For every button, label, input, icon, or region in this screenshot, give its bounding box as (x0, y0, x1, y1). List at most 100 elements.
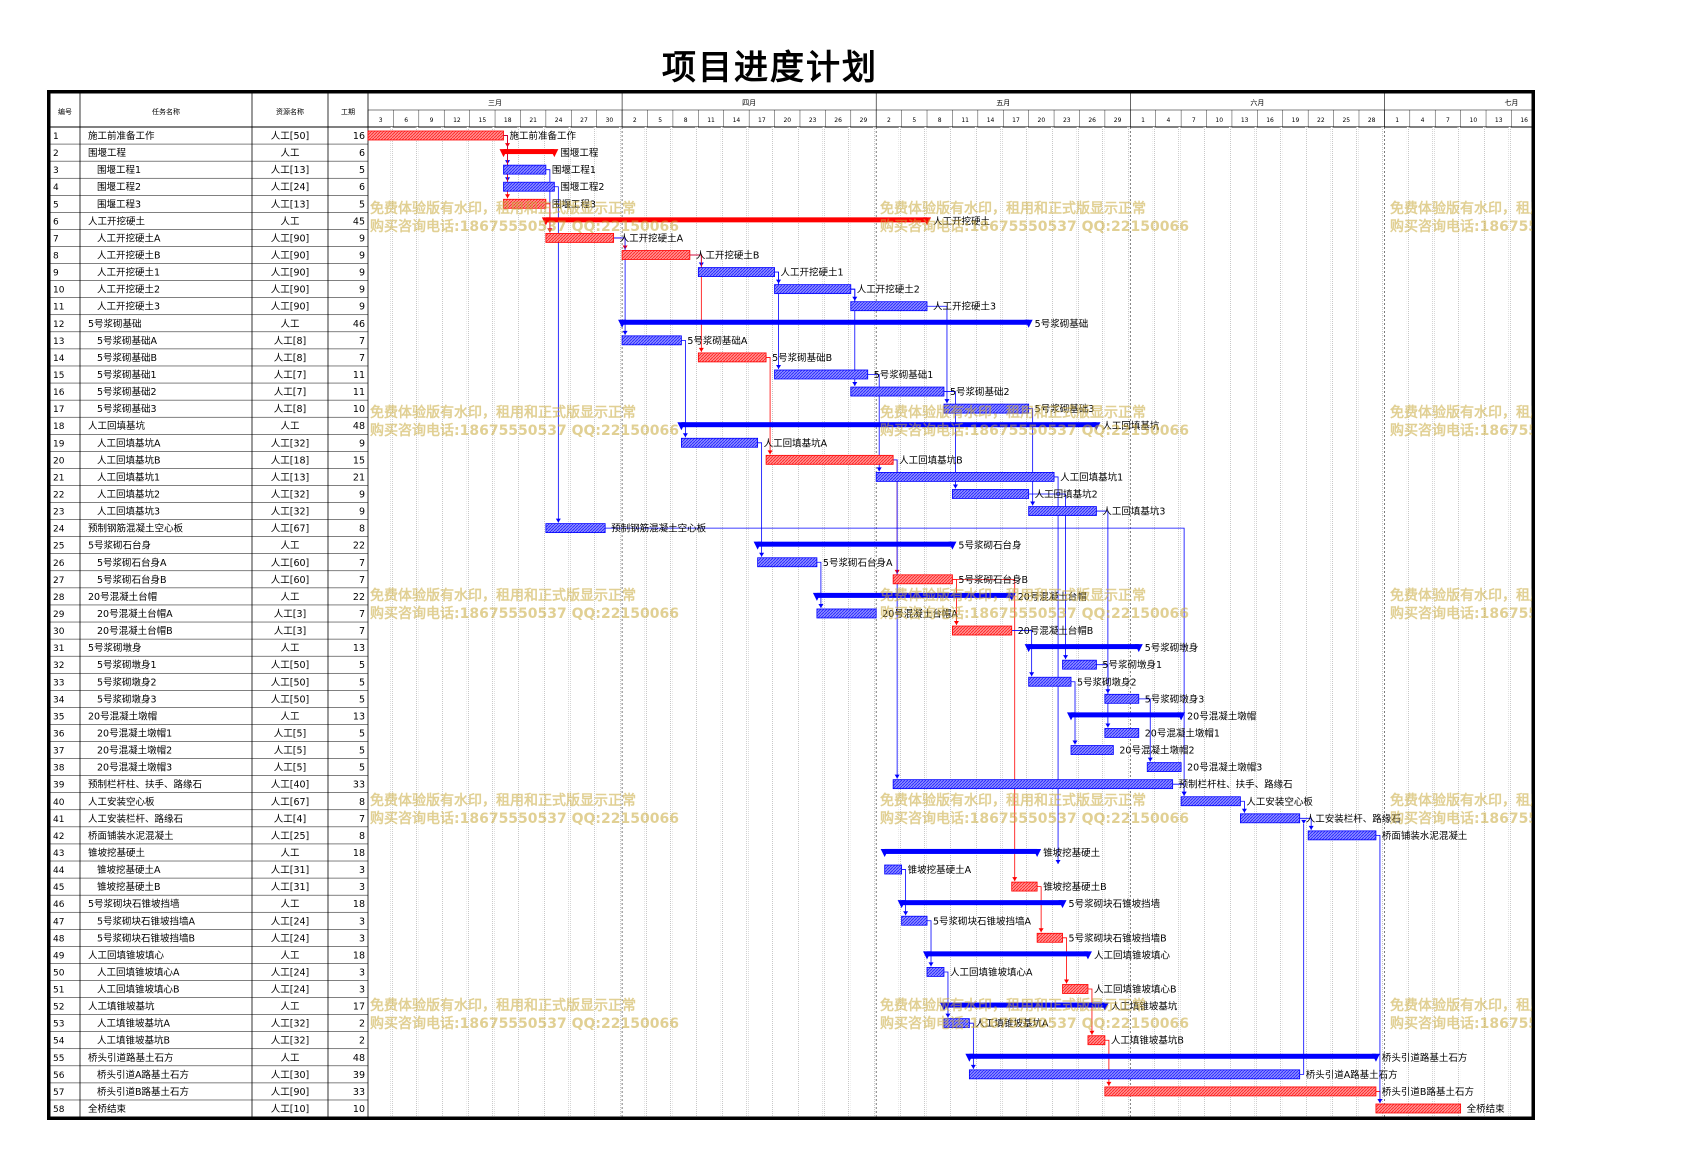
summary-cap-left (1024, 644, 1033, 653)
bar-label: 人工开挖硬土2 (857, 284, 920, 296)
bar-label: 20号混凝土台帽A (882, 608, 958, 620)
bar-label: 围堰工程 (560, 148, 599, 159)
grid-stripe (1076, 127, 1079, 1117)
grid-stripe (847, 127, 851, 1117)
summary-cap-right (1007, 592, 1016, 601)
summary-cap-left (965, 1053, 974, 1062)
grid-stripe (898, 127, 902, 1117)
task-bar (850, 301, 928, 312)
link-arrow (894, 774, 900, 779)
task-name: 5号浆砌墩身 (88, 642, 142, 654)
grid-stripe (568, 127, 571, 1117)
task-duration: 46 (353, 319, 365, 330)
bar-label: 锥坡挖基硬土 (1043, 847, 1101, 859)
bar-label: 5号浆砌基础2 (950, 386, 1010, 398)
task-name: 人工回填基坑2 (97, 489, 160, 501)
bar-label: 桥头引道A路基土石方 (1306, 1069, 1398, 1081)
task-id: 35 (53, 712, 64, 722)
task-name: 5号浆砌石台身 (88, 540, 151, 552)
task-id: 40 (53, 798, 65, 808)
dependency-link (545, 169, 551, 233)
day-label: 23 (1063, 117, 1071, 124)
task-resource: 人工[10] (271, 1104, 310, 1115)
task-resource: 人工[7] (274, 370, 306, 381)
task-bar (1062, 984, 1089, 994)
dependency-link (1037, 886, 1042, 933)
task-bar (926, 967, 945, 977)
bar-label: 20号混凝土墩帽1 (1145, 727, 1220, 739)
task-id: 44 (53, 866, 65, 876)
task-duration: 6 (359, 148, 365, 159)
task-resource: 人工 (280, 541, 300, 552)
task-resource: 人工[32] (271, 1036, 310, 1047)
day-label: 11 (707, 117, 715, 124)
task-name: 锥坡挖基硬土B (97, 881, 161, 893)
task-id: 18 (53, 422, 65, 432)
task-name: 人工回填锥坡填心B (97, 984, 180, 996)
day-label: 10 (1470, 117, 1478, 124)
task-id: 39 (53, 781, 65, 791)
grid-stripe (1305, 127, 1308, 1117)
bar-label: 人工填锥坡基坑 (1111, 1001, 1178, 1013)
task-id: 49 (53, 951, 65, 961)
task-id: 55 (53, 1054, 64, 1064)
task-bar (952, 625, 1013, 636)
task-resource: 人工 (280, 319, 300, 330)
grid-stripe (1508, 127, 1511, 1117)
day-label: 20 (783, 117, 791, 124)
day-label: 8 (684, 117, 688, 124)
task-id: 20 (53, 456, 65, 466)
task-duration: 5 (359, 165, 365, 176)
task-bar (943, 403, 1030, 414)
bar-label: 人工填锥坡基坑B (1111, 1035, 1184, 1047)
task-name: 20号混凝土台帽B (97, 625, 173, 637)
task-name: 20号混凝土墩帽1 (97, 727, 172, 739)
bar-label: 预制钢筋混凝土空心板 (611, 523, 707, 535)
summary-cap-left (880, 848, 889, 857)
summary-cap-left (1067, 712, 1076, 721)
task-bar (884, 864, 903, 875)
link-arrow (1147, 757, 1153, 762)
dependency-link (766, 357, 771, 455)
summary-cap-left (812, 592, 821, 601)
task-duration: 7 (359, 814, 365, 825)
task-bar (774, 284, 852, 295)
link-arrow (970, 1064, 976, 1069)
task-bar (545, 233, 615, 243)
day-label: 29 (1114, 117, 1122, 124)
link-arrow (698, 347, 704, 352)
task-bar (1036, 932, 1063, 943)
task-id: 43 (53, 849, 64, 859)
link-arrow (852, 382, 858, 387)
summary-bar (681, 422, 1097, 428)
task-name: 围堰工程1 (97, 165, 141, 176)
task-id: 4 (53, 183, 59, 193)
task-resource: 人工[24] (271, 916, 310, 927)
bar-label: 围堰工程3 (552, 199, 596, 210)
task-resource: 人工[90] (271, 302, 310, 313)
task-name: 人工回填基坑 (88, 420, 146, 432)
link-arrow (1012, 877, 1018, 882)
task-resource: 人工[13] (271, 199, 310, 210)
task-duration: 13 (353, 711, 365, 722)
grid-stripe (517, 127, 520, 1117)
task-name: 5号浆砌块石锥坡挡墙 (88, 898, 180, 910)
task-duration: 17 (353, 1002, 365, 1013)
summary-cap-right (1177, 712, 1186, 721)
task-resource: 人工[18] (271, 455, 310, 466)
task-resource: 人工 (280, 848, 300, 859)
task-duration: 7 (359, 558, 365, 569)
task-id: 41 (53, 815, 64, 825)
task-id: 9 (53, 269, 59, 279)
link-arrow (547, 228, 553, 233)
bar-label: 人工回填基坑 (1102, 420, 1160, 432)
header-resource: 资源名称 (276, 107, 304, 116)
summary-cap-left (618, 319, 627, 328)
day-label: 17 (1012, 117, 1020, 124)
task-duration: 10 (353, 1104, 365, 1115)
day-label: 19 (1292, 117, 1300, 124)
day-label: 11 (961, 117, 969, 124)
link-arrow (1030, 501, 1036, 506)
grid-stripe (390, 127, 393, 1117)
